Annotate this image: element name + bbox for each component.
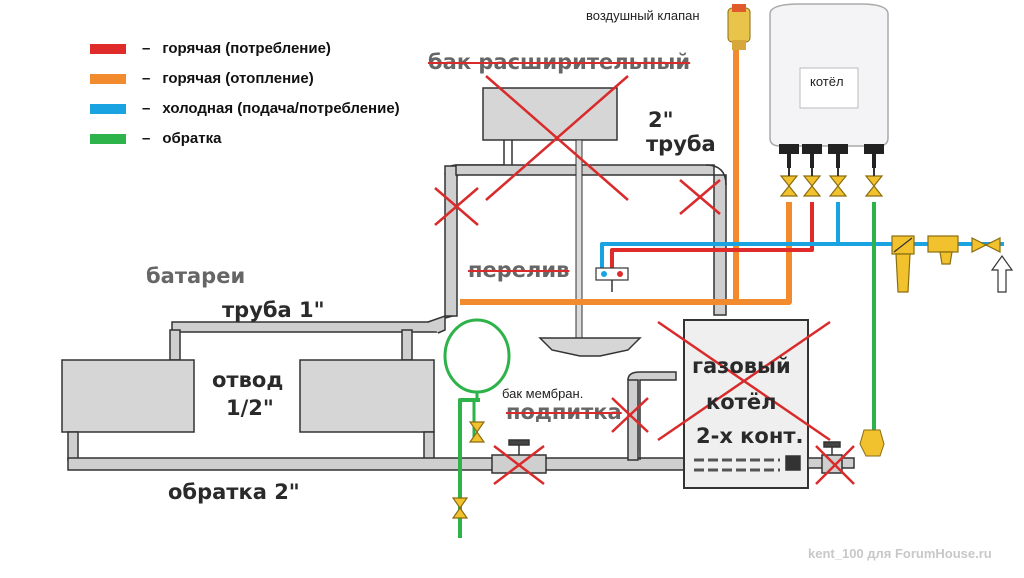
membrane-tank: [443, 318, 511, 394]
legend-dash: –: [142, 100, 151, 117]
membrane-tank-label: бак мембран.: [502, 386, 584, 401]
radiators-label: батареи: [146, 264, 246, 288]
legend-swatch: [90, 103, 126, 114]
branch-size-label: 1/2": [226, 396, 274, 420]
overflow-label: перелив: [468, 258, 570, 282]
legend-label: обратка: [162, 130, 222, 147]
legend-item-cold: – холодная (подача/потребление): [90, 100, 400, 117]
ball-valves: [451, 175, 1001, 519]
legend-label: горячая (потребление): [162, 40, 331, 57]
pipe-2-word-label: труба: [646, 132, 716, 156]
legend-item-return: – обратка: [90, 130, 221, 147]
gas-boiler-label-3: 2-х конт.: [696, 424, 804, 448]
red-crosses: [434, 75, 855, 485]
air-valve-shape: [727, 4, 751, 50]
air-valve-label: воздушный клапан: [586, 8, 700, 23]
wall-boiler-label: котёл: [810, 74, 844, 89]
gas-boiler-label-1: газовый: [692, 354, 791, 378]
funnel: [538, 337, 642, 357]
legend-label: холодная (подача/потребление): [162, 100, 400, 117]
legend-item-hot-consumption: – горячая (потребление): [90, 40, 331, 57]
legend-swatch: [90, 133, 126, 144]
mixer-fitting: [595, 267, 629, 281]
makeup-label: подпитка: [506, 400, 622, 424]
radiator-left: [61, 359, 195, 433]
gas-boiler-label-2: котёл: [706, 390, 777, 414]
legend-swatch: [90, 73, 126, 84]
branch-label: отвод: [212, 368, 284, 392]
gate-valve-left: [491, 439, 547, 474]
legend-swatch: [90, 43, 126, 54]
legend-item-hot-heating: – горячая (отопление): [90, 70, 314, 87]
legend-dash: –: [142, 130, 151, 147]
pipe-2-size-label: 2": [648, 108, 674, 132]
radiator-right: [299, 359, 435, 433]
return-2-label: обратка 2": [168, 480, 300, 504]
legend-dash: –: [142, 40, 151, 57]
return-strainer: [859, 429, 885, 457]
legend-dash: –: [142, 70, 151, 87]
legend-label: горячая (отопление): [162, 70, 314, 87]
boiler-connections: [779, 144, 884, 168]
expansion-tank-label: бак расширительный: [428, 50, 691, 74]
watermark: kent_100 для ForumHouse.ru: [808, 546, 992, 561]
inlet-arrow: [990, 254, 1014, 293]
valve-handles: [788, 168, 875, 176]
pipe-1-label: труба 1": [222, 298, 325, 322]
filters: [891, 235, 959, 293]
